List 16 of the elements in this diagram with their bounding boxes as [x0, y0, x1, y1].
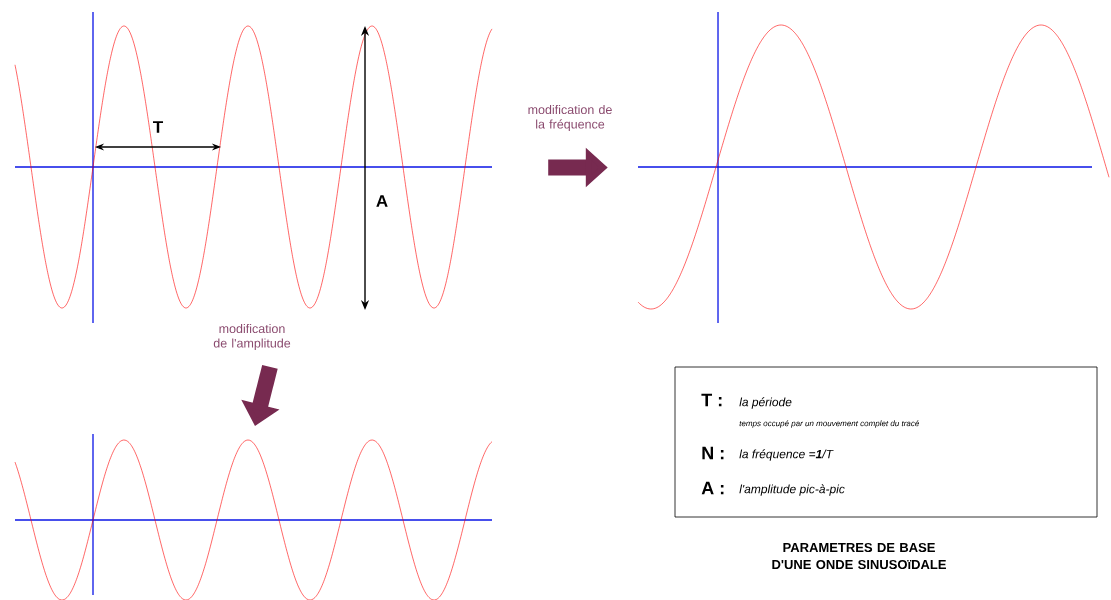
sine-wave-drawing — [14, 433, 493, 600]
dimension-label: T — [153, 121, 163, 133]
legend-box — [674, 366, 1098, 518]
legend-text: la fréquence =1/T — [739, 449, 834, 461]
sine-wave-drawing — [14, 11, 493, 324]
legend-text: la période — [739, 397, 792, 409]
legend-symbol: T : — [701, 393, 722, 407]
edge-label: modification de la fréquence — [528, 104, 612, 132]
sine-wave-drawing — [637, 11, 1110, 324]
edge-label: modification de l'amplitude — [213, 323, 291, 351]
legend-text: temps occupé par un mouvement complet du tracé — [739, 420, 919, 428]
legend-symbol: N : — [702, 446, 724, 460]
legend-symbol: A : — [701, 481, 724, 495]
caption: PARAMETRES DE BASE D'UNE ONDE SINUSOïDALE — [772, 542, 946, 570]
dimension-label: A — [376, 195, 388, 207]
legend-text: l'amplitude pic-à-pic — [739, 484, 845, 496]
